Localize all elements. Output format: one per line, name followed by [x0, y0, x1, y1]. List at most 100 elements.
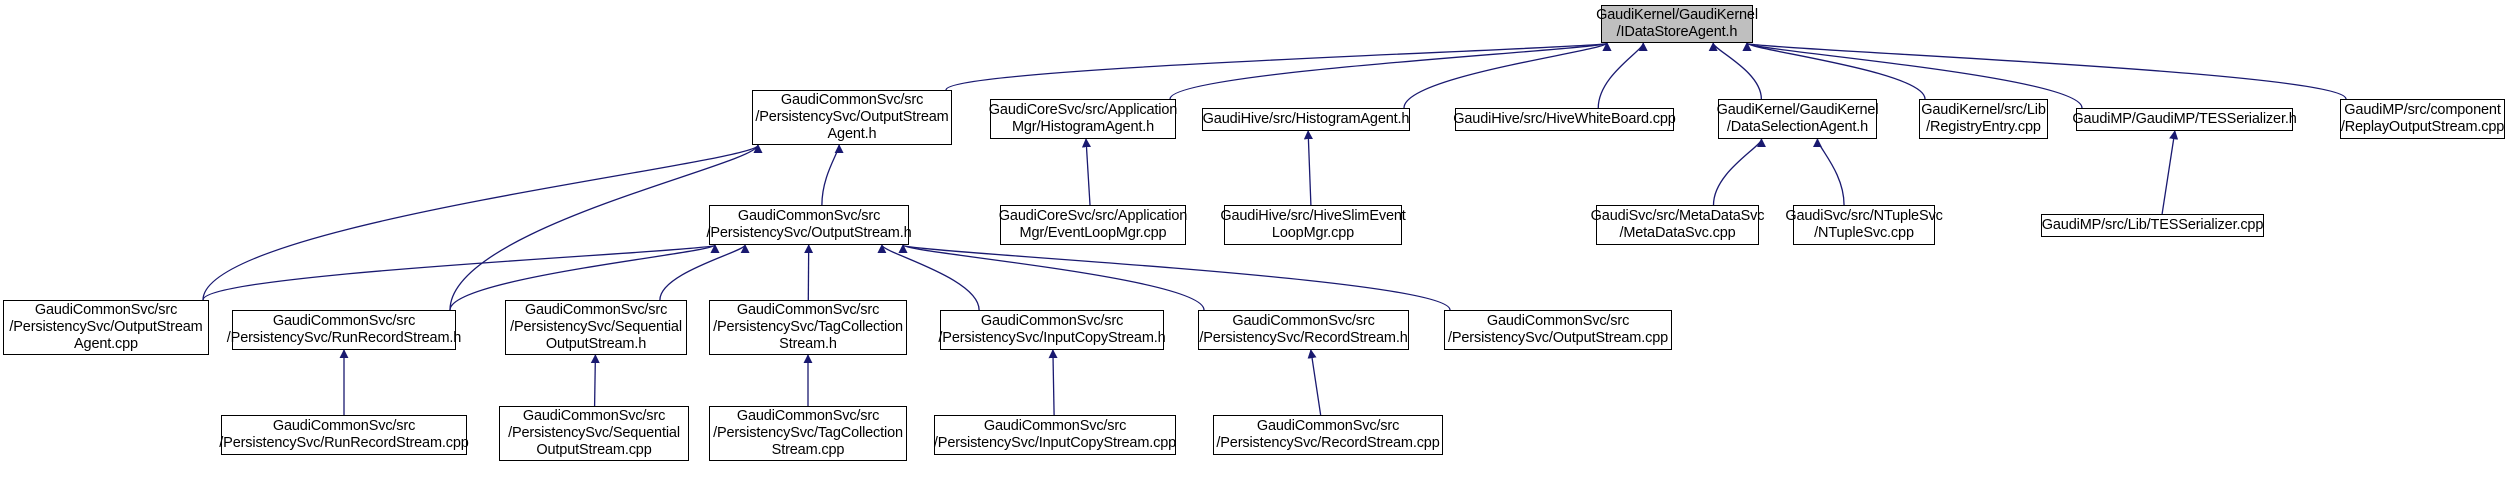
- graph-edge: [1048, 349, 1058, 416]
- node-label-line: /MetaDataSvc.cpp: [1619, 225, 1736, 241]
- graph-node-registryentry-cpp[interactable]: GaudiKernel/src/Lib/RegistryEntry.cpp: [1919, 99, 2048, 139]
- graph-node-recordstream-h[interactable]: GaudiCommonSvc/src/PersistencySvc/Record…: [1198, 310, 1409, 350]
- node-label-line: OutputStream.cpp: [536, 442, 652, 458]
- node-label-line: GaudiSvc/src/NTupleSvc: [1785, 208, 1943, 224]
- graph-node-tagcollectionstream-h[interactable]: GaudiCommonSvc/src/PersistencySvc/TagCol…: [709, 300, 907, 355]
- node-label-line: /NTupleSvc.cpp: [1814, 225, 1914, 241]
- node-label-line: Mgr/EventLoopMgr.cpp: [1019, 225, 1167, 241]
- graph-node-tagcollectionstream-cpp[interactable]: GaudiCommonSvc/src/PersistencySvc/TagCol…: [709, 406, 907, 461]
- node-label-line: Agent.h: [827, 126, 877, 142]
- node-label-line: /DataSelectionAgent.h: [1726, 119, 1869, 135]
- node-label-line: GaudiCommonSvc/src: [1486, 313, 1630, 329]
- node-label-line: GaudiCommonSvc/src: [1232, 313, 1375, 329]
- node-label-line: GaudiHive/src/HiveWhiteBoard.cpp: [1453, 111, 1676, 127]
- node-label-line: /PersistencySvc/OutputStream.cpp: [1447, 330, 1669, 346]
- graph-edge: [659, 244, 750, 301]
- node-label-line: Mgr/HistogramAgent.h: [1011, 119, 1155, 135]
- graph-node-inputcopystream-cpp[interactable]: GaudiCommonSvc/src/PersistencySvc/InputC…: [934, 415, 1176, 455]
- graph-edge: [1743, 42, 2347, 100]
- graph-edge: [821, 144, 844, 206]
- node-label-line: Stream.cpp: [771, 442, 845, 458]
- node-label-line: GaudiHive/src/HiveSlimEvent: [1220, 208, 1406, 224]
- graph-edge: [1169, 42, 1612, 100]
- graph-node-lib-tesserializer-cpp[interactable]: GaudiMP/src/Lib/TESSerializer.cpp: [2041, 214, 2264, 237]
- graph-node-runrecordstream-cpp[interactable]: GaudiCommonSvc/src/PersistencySvc/RunRec…: [219, 415, 469, 455]
- node-label-line: GaudiMP/GaudiMP/TESSerializer.h: [2072, 111, 2297, 127]
- graph-node-replayoutputstream-cpp[interactable]: GaudiMP/src/component/ReplayOutputStream…: [2340, 99, 2505, 139]
- node-label-line: GaudiHive/src/HistogramAgent.h: [1202, 111, 1410, 127]
- graph-node-inputcopystream-h[interactable]: GaudiCommonSvc/src/PersistencySvc/InputC…: [938, 310, 1166, 350]
- graph-edge: [899, 244, 1451, 311]
- node-label-line: GaudiCommonSvc/src: [272, 313, 416, 329]
- graph-edge: [1303, 130, 1313, 206]
- node-label-line: GaudiSvc/src/MetaDataSvc: [1590, 208, 1765, 224]
- graph-edge: [1403, 42, 1612, 109]
- graph-edge: [2161, 130, 2179, 215]
- node-label-line: /PersistencySvc/InputCopyStream.cpp: [933, 435, 1177, 451]
- graph-node-sequentialoutputstream-h[interactable]: GaudiCommonSvc/src/PersistencySvc/Sequen…: [505, 300, 687, 355]
- graph-edge: [1708, 42, 1762, 100]
- node-label-line: /PersistencySvc/Sequential: [510, 319, 682, 335]
- graph-node-outputstreamagent-h[interactable]: GaudiCommonSvc/src/PersistencySvc/Output…: [752, 90, 952, 145]
- graph-edge: [1597, 42, 1648, 109]
- node-label-line: GaudiKernel/GaudiKernel: [1716, 102, 1879, 118]
- graph-node-outputstreamagent-cpp[interactable]: GaudiCommonSvc/src/PersistencySvc/Output…: [3, 300, 209, 355]
- node-label-line: GaudiCommonSvc/src: [524, 302, 668, 318]
- node-label-line: /PersistencySvc/Sequential: [508, 425, 680, 441]
- node-label-line: /PersistencySvc/InputCopyStream.h: [938, 330, 1166, 346]
- graph-node-outputstream-h[interactable]: GaudiCommonSvc/src/PersistencySvc/Output…: [706, 205, 912, 245]
- node-label-line: /ReplayOutputStream.cpp: [2340, 119, 2505, 135]
- graph-node-outputstream-cpp[interactable]: GaudiCommonSvc/src/PersistencySvc/Output…: [1444, 310, 1672, 350]
- node-label-line: GaudiCommonSvc/src: [980, 313, 1124, 329]
- node-label-line: /PersistencySvc/OutputStream: [9, 319, 203, 335]
- graph-edge: [898, 244, 1205, 311]
- graph-node-recordstream-cpp[interactable]: GaudiCommonSvc/src/PersistencySvc/Record…: [1213, 415, 1443, 455]
- graph-edge: [1307, 349, 1322, 416]
- node-label-line: GaudiKernel/src/Lib: [1921, 102, 2046, 118]
- node-label-line: /PersistencySvc/RunRecordStream.cpp: [219, 435, 469, 451]
- node-label-line: GaudiCommonSvc/src: [737, 208, 881, 224]
- graph-node-dataselectionagent-h[interactable]: GaudiKernel/GaudiKernel/DataSelectionAge…: [1716, 99, 1879, 139]
- graph-node-metadatasvc-cpp[interactable]: GaudiSvc/src/MetaDataSvc/MetaDataSvc.cpp: [1591, 205, 1764, 245]
- node-label-line: GaudiKernel/GaudiKernel: [1596, 7, 1758, 23]
- node-label-line: GaudiCommonSvc/src: [736, 408, 880, 424]
- node-label-line: GaudiCommonSvc/src: [983, 418, 1127, 434]
- graph-edge: [1712, 138, 1767, 206]
- graph-node-tesserializer-h[interactable]: GaudiMP/GaudiMP/TESSerializer.h: [2072, 108, 2297, 131]
- node-label-line: GaudiMP/src/component: [2344, 102, 2501, 118]
- node-label-line: Stream.h: [779, 336, 837, 352]
- node-label-line: /IDataStoreAgent.h: [1616, 24, 1738, 40]
- node-label-line: /PersistencySvc/TagCollection: [713, 319, 903, 335]
- graph-node-idatastoreagent-h[interactable]: GaudiKernel/GaudiKernel/IDataStoreAgent.…: [1596, 5, 1758, 43]
- graph-edge: [202, 244, 719, 301]
- node-label-line: LoopMgr.cpp: [1271, 225, 1355, 241]
- node-label-line: /PersistencySvc/OutputStream.h: [706, 225, 912, 241]
- node-label-line: /RegistryEntry.cpp: [1926, 119, 2041, 135]
- graph-edge: [945, 42, 1611, 91]
- graph-node-hivewhiteboard-cpp[interactable]: GaudiHive/src/HiveWhiteBoard.cpp: [1453, 108, 1676, 131]
- node-label-line: GaudiCommonSvc/src: [736, 302, 880, 318]
- graph-node-runrecordstream-h[interactable]: GaudiCommonSvc/src/PersistencySvc/RunRec…: [227, 310, 461, 350]
- node-label-line: GaudiCoreSvc/src/Application: [988, 102, 1178, 118]
- node-label-line: GaudiCommonSvc/src: [780, 92, 924, 108]
- node-label-line: /PersistencySvc/RunRecordStream.h: [226, 330, 462, 346]
- node-label-line: Agent.cpp: [74, 336, 138, 352]
- graph-edge: [590, 354, 600, 407]
- graph-node-sequentialoutputstream-cpp[interactable]: GaudiCommonSvc/src/PersistencySvc/Sequen…: [499, 406, 689, 461]
- node-label-line: OutputStream.h: [545, 336, 647, 352]
- node-label-line: /PersistencySvc/RecordStream.cpp: [1216, 435, 1440, 451]
- node-label-line: GaudiCoreSvc/src/Application: [998, 208, 1188, 224]
- graph-node-ntuplesvc-cpp[interactable]: GaudiSvc/src/NTupleSvc/NTupleSvc.cpp: [1785, 205, 1943, 245]
- graph-edge: [1812, 138, 1845, 206]
- node-label-line: GaudiMP/src/Lib/TESSerializer.cpp: [2041, 217, 2264, 233]
- graph-edge: [1742, 42, 1926, 100]
- graph-edge: [1081, 138, 1092, 206]
- node-label-line: /PersistencySvc/OutputStream: [755, 109, 949, 125]
- node-label-line: GaudiCommonSvc/src: [522, 408, 666, 424]
- node-label-line: /PersistencySvc/TagCollection: [713, 425, 903, 441]
- graph-node-gaudihive-histogramagent-h[interactable]: GaudiHive/src/HistogramAgent.h: [1202, 108, 1410, 131]
